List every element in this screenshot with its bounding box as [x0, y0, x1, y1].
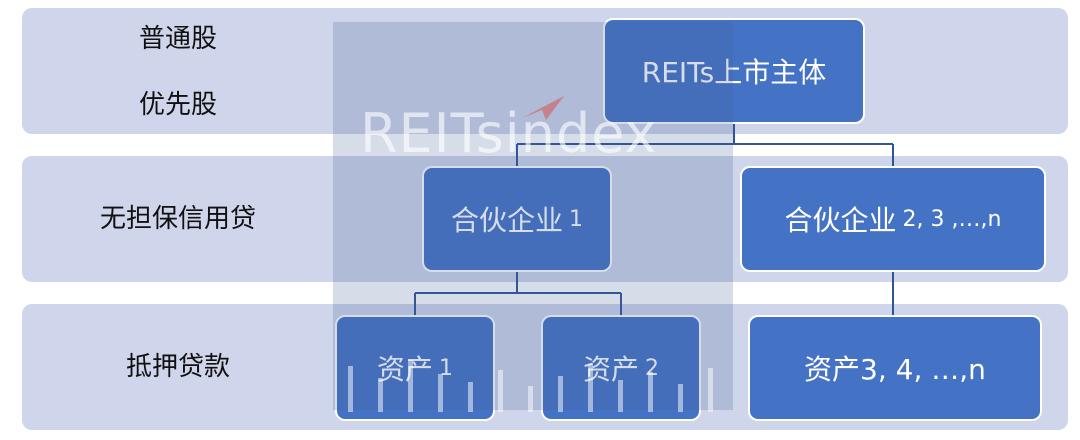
node-label: 资产3, 4, …,n [804, 353, 986, 386]
node-label: 合伙企业 [450, 204, 563, 237]
node-asset-n: 资产3, 4, …,n [748, 315, 1042, 421]
node-number: 2, 3 ,…,n [902, 206, 1002, 232]
node-number: 1 [439, 355, 453, 381]
node-label: 资产 [582, 353, 639, 386]
node-number: 1 [569, 206, 583, 232]
node-label: 资产 [376, 353, 433, 386]
node-label: 合伙企业 [784, 204, 897, 237]
node-label: REITs上市主体 [641, 56, 827, 89]
row-label-common-stock: 普通股 [138, 24, 217, 54]
row-label-mortgage-loan: 抵押贷款 [125, 352, 230, 382]
row-label-unsecured-credit-loan: 无担保信用贷 [99, 204, 256, 234]
node-reits-listed-entity: REITs上市主体 [603, 18, 865, 124]
node-number: 2 [645, 355, 659, 381]
row-label-preferred-stock: 优先股 [138, 90, 217, 120]
